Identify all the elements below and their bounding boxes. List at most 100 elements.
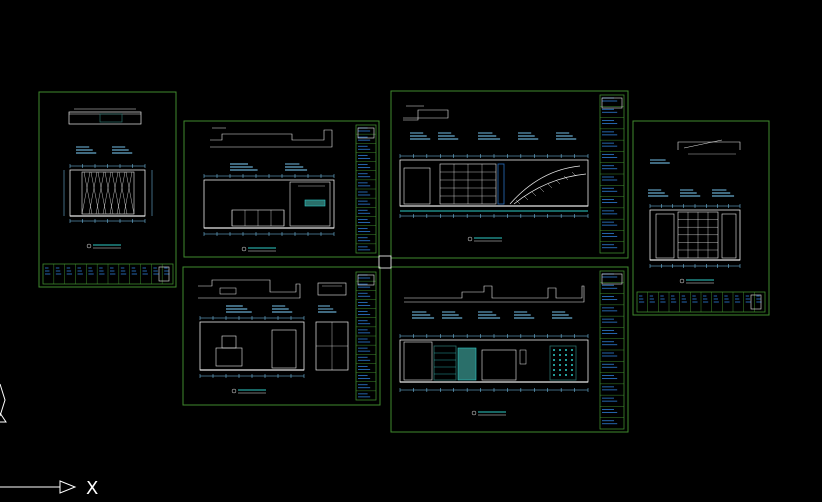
view-title-marker — [679, 278, 685, 284]
hatch-line — [88, 171, 98, 215]
pattern-dot — [571, 364, 573, 366]
pattern-dot — [565, 354, 567, 356]
pattern-dot — [565, 349, 567, 351]
cursor-pickbox-icon — [378, 255, 392, 269]
hatch-line — [125, 171, 135, 215]
ucs-x-arrowhead — [59, 480, 77, 494]
drawing-rect — [219, 287, 237, 295]
tv-screen — [221, 335, 237, 349]
sheet-5[interactable] — [390, 266, 629, 433]
stair-tread — [571, 171, 577, 177]
stair-tread — [539, 187, 545, 193]
plan-outline — [404, 285, 585, 303]
title-block-logo — [357, 274, 375, 286]
elevation-panel — [81, 171, 135, 215]
pattern-dot — [559, 354, 561, 356]
sheet-border — [182, 266, 381, 406]
door-frame — [655, 213, 675, 259]
tv-cabinet — [215, 347, 243, 367]
sheet-border — [183, 120, 380, 258]
plan-outline — [403, 109, 449, 121]
plan-outline — [198, 279, 301, 299]
wall-sconce — [519, 349, 527, 365]
sheet-4[interactable] — [182, 266, 381, 406]
pattern-dot — [559, 364, 561, 366]
pattern-dot — [553, 374, 555, 376]
pattern-dot — [559, 374, 561, 376]
hatch-line — [102, 171, 112, 215]
stair-tread — [563, 175, 569, 181]
title-block-logo — [357, 127, 375, 139]
drawing-line — [683, 139, 723, 149]
plan-furniture — [99, 113, 123, 123]
hatch-line — [83, 171, 93, 215]
plan-outline — [68, 111, 142, 125]
ucs-y-arrow — [0, 383, 6, 417]
elevation-outline — [399, 159, 589, 207]
sheet-border — [390, 90, 629, 259]
hatch-line — [116, 171, 126, 215]
hatch-line — [104, 171, 114, 215]
pattern-dot — [571, 354, 573, 356]
stair-tread — [547, 183, 553, 189]
pattern-dot — [553, 359, 555, 361]
stair-tread — [515, 199, 521, 205]
view-title-marker — [471, 410, 477, 416]
pattern-dot — [565, 364, 567, 366]
plan-outline — [210, 129, 333, 148]
door-frame — [289, 181, 331, 227]
hatch-line — [97, 171, 107, 215]
plan-outline-small — [317, 282, 347, 296]
hatch-line — [109, 171, 119, 215]
pattern-dot — [559, 359, 561, 361]
patterned-panel — [549, 345, 577, 381]
title-block-logo — [601, 273, 623, 285]
stair-tread — [555, 179, 561, 185]
display-cabinet — [433, 345, 457, 381]
sheet-3[interactable] — [390, 90, 629, 259]
title-block-logo — [750, 294, 762, 310]
pattern-dot — [565, 369, 567, 371]
door-frame — [271, 329, 297, 369]
sheet-6[interactable] — [632, 120, 770, 316]
sheet-1[interactable] — [38, 91, 177, 288]
pattern-dot — [571, 359, 573, 361]
hatch-line — [95, 171, 105, 215]
door-frame — [403, 341, 433, 381]
sheet-border — [632, 120, 770, 316]
view-title-marker — [231, 388, 237, 394]
pattern-dot — [571, 369, 573, 371]
title-block-logo — [158, 266, 170, 282]
sofa-wall — [481, 349, 517, 381]
pattern-dot — [571, 374, 573, 376]
sheet-border — [38, 91, 177, 288]
hatch-line — [90, 171, 100, 215]
view-title-marker — [86, 243, 92, 249]
stair-tread — [523, 195, 529, 201]
pattern-dot — [553, 349, 555, 351]
accent-panel — [304, 199, 326, 207]
sheet-2[interactable] — [183, 120, 380, 258]
accent-panel — [457, 347, 477, 381]
ucs-x-label: X — [86, 478, 98, 499]
pattern-dot — [571, 349, 573, 351]
elevation-outline — [199, 321, 305, 371]
pattern-dot — [559, 369, 561, 371]
pattern-dot — [553, 364, 555, 366]
plan-outline — [677, 141, 741, 150]
pattern-dot — [565, 374, 567, 376]
column — [497, 163, 505, 205]
title-block-logo — [601, 97, 623, 109]
door-frame — [403, 167, 431, 205]
stair-tread — [531, 191, 537, 197]
hatch-line — [81, 171, 91, 215]
view-title-marker — [241, 246, 247, 252]
view-title-marker — [467, 236, 473, 242]
pattern-dot — [565, 359, 567, 361]
pattern-dot — [553, 369, 555, 371]
cursor-pickbox — [378, 255, 392, 269]
pattern-dot — [559, 349, 561, 351]
hatch-line — [118, 171, 128, 215]
